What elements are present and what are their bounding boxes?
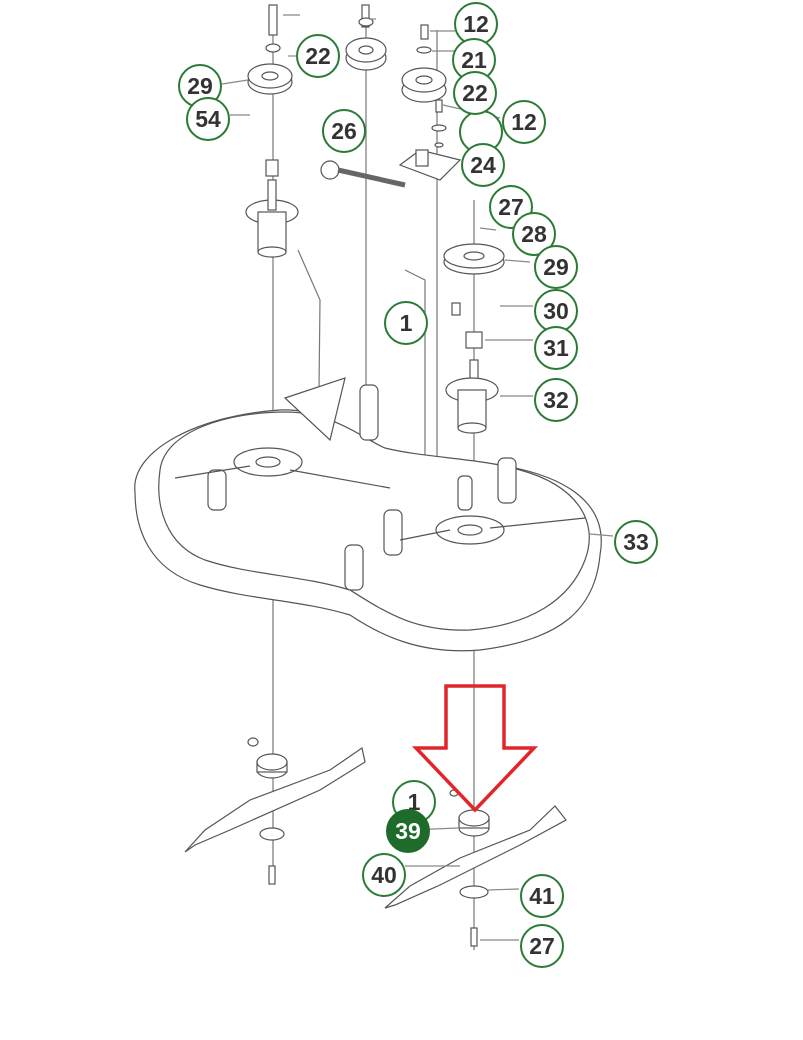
callout-40[interactable]: 40 — [362, 853, 406, 897]
callout-30[interactable]: 30 — [534, 289, 578, 333]
callout-32[interactable]: 32 — [534, 378, 578, 422]
callout-1[interactable]: 1 — [392, 780, 436, 824]
right-spindle — [443, 243, 505, 434]
mower-deck — [134, 377, 602, 652]
callout-27[interactable]: 27 — [520, 924, 564, 968]
leader-lines — [221, 14, 614, 941]
callout-12[interactable]: 12 — [502, 100, 546, 144]
callout-29[interactable]: 29 — [534, 245, 578, 289]
right-idler-pulley — [320, 24, 462, 188]
callout-41[interactable]: 41 — [520, 874, 564, 918]
center-pulley — [345, 4, 387, 71]
callout-31[interactable]: 31 — [534, 326, 578, 370]
left-blade-assembly — [184, 737, 366, 885]
right-blade-assembly — [384, 789, 567, 947]
highlight-arrow — [411, 684, 539, 813]
callout-22[interactable]: 22 — [453, 71, 497, 115]
callout-22[interactable]: 22 — [296, 34, 340, 78]
callout-26[interactable]: 26 — [322, 109, 366, 153]
callout-33[interactable]: 33 — [614, 520, 658, 564]
callout-1[interactable]: 1 — [384, 301, 428, 345]
callout-39-highlighted[interactable]: 39 — [386, 809, 430, 853]
left-pulley — [245, 4, 299, 258]
callout-24[interactable]: 24 — [461, 143, 505, 187]
callout-54[interactable]: 54 — [186, 97, 230, 141]
